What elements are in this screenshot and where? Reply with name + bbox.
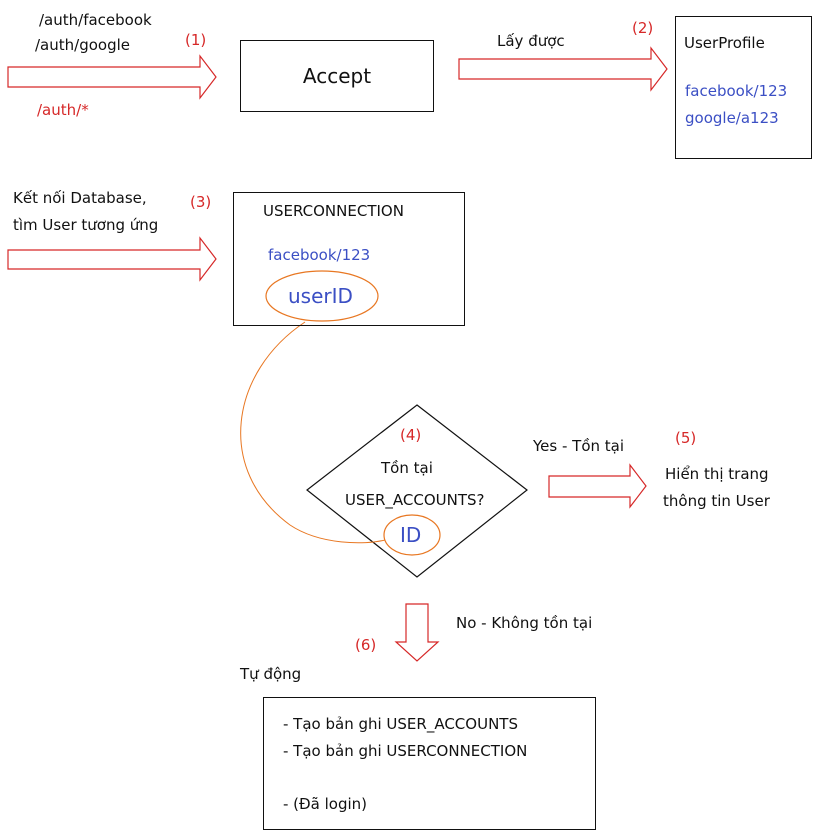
step3-note-line1: Kết nối Database, [13,189,147,207]
route-facebook-text: /auth/facebook [39,11,152,29]
yes-label: Yes - Tồn tại [533,437,625,455]
decision-question-line1: Tồn tại [381,459,433,477]
task-logged-in: - (Đã login) [283,795,368,813]
userconnection-box [233,192,465,326]
userprofile-box [675,16,812,159]
route-google-text: /auth/google [35,36,130,54]
step6-number: (6) [355,636,377,654]
step1-number: (1) [185,31,207,49]
step1-arrow [7,54,217,100]
decision-question-line2: USER_ACCOUNTS? [345,491,485,509]
result-line1: Hiển thị trang [665,465,769,483]
userprofile-title: UserProfile [684,34,765,52]
step2-arrow [458,46,668,92]
auto-tasks-box [263,697,596,830]
id-label: ID [400,523,422,547]
accept-box: Accept [240,40,434,112]
result-line2: thông tin User [663,492,770,510]
id-ellipse [383,514,441,556]
task-create-userconnection: - Tạo bản ghi USERCONNECTION [283,742,528,760]
no-label: No - Không tồn tại [456,614,593,632]
userid-ellipse [265,270,379,322]
userprofile-facebook: facebook/123 [685,82,788,100]
userconnection-facebook: facebook/123 [268,246,371,264]
userid-label: userID [288,284,353,308]
accept-label: Accept [302,64,372,88]
step5-number: (5) [675,429,697,447]
step4-number: (4) [400,426,422,444]
decision-diamond [306,404,528,578]
step3-note-line2: tìm User tương ứng [13,216,159,234]
step3-arrow [7,236,217,282]
route-wildcard-text: /auth/* [37,101,89,119]
step5-arrow [548,463,647,509]
userprofile-google: google/a123 [685,109,779,127]
task-create-user-accounts: - Tạo bản ghi USER_ACCOUNTS [283,715,518,733]
auto-label: Tự động [240,665,302,683]
step2-arrow-label: Lấy được [497,32,565,50]
step6-arrow [394,603,440,662]
userconnection-title: USERCONNECTION [263,202,404,220]
userid-to-id-connector [240,321,386,544]
step3-number: (3) [190,193,212,211]
step2-number: (2) [632,19,654,37]
